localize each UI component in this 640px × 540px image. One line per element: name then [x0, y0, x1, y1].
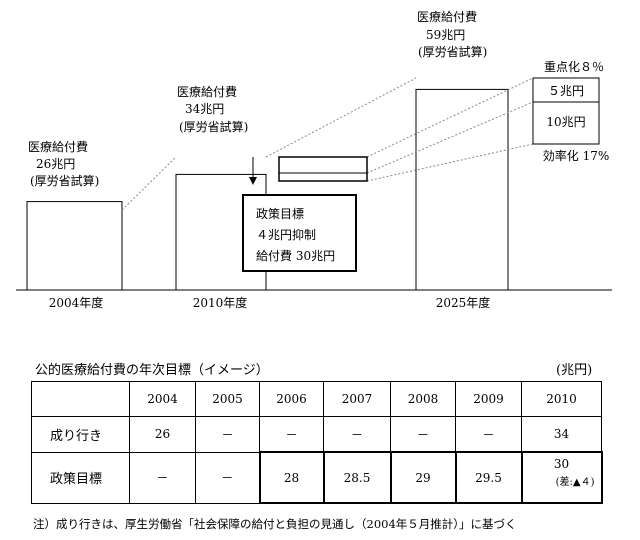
- connector-line: [366, 77, 534, 158]
- policy-box-line-3: 給付費 30兆円: [256, 248, 335, 263]
- bar-label-2004-line2: 26兆円: [36, 157, 75, 171]
- connector-line: [121, 156, 177, 211]
- inset-box: [278, 156, 368, 182]
- breakdown-cell-bottom: 10兆円: [546, 115, 585, 129]
- bar-2004年度: [26, 201, 123, 291]
- breakdown-label-bottom: 効率化 17%: [543, 148, 610, 163]
- bar-label-2025-line2: 59兆円: [426, 28, 465, 42]
- bar-label-2025-line3: (厚労省試算): [418, 44, 487, 59]
- table-cell: 28.5: [322, 451, 392, 504]
- table-cell: 29: [389, 451, 457, 504]
- policy-box-line-2: ４兆円抑制: [256, 227, 316, 242]
- table-cell: －: [455, 416, 522, 453]
- table-cell: 28: [258, 451, 325, 504]
- diff-note: (差:▲４): [555, 477, 595, 488]
- target-value: 30: [553, 457, 570, 471]
- table-header-cell: 2010: [521, 381, 602, 417]
- footnote: 注）成り行きは、厚生労働省「社会保障の給付と負担の見通し（2004年５月推計）」…: [33, 517, 517, 531]
- table-header-cell: 2005: [195, 381, 260, 417]
- table-header-cell: 2009: [455, 381, 522, 417]
- breakdown-cell-top: ５兆円: [548, 84, 584, 98]
- table-unit: (兆円): [556, 363, 593, 378]
- connector-line: [265, 77, 417, 158]
- table-cell: 34: [521, 416, 602, 453]
- table-row: 政策目標 － － 28 28.5 29 29.5 30 (差:▲４): [31, 451, 603, 504]
- category-label-2025: 2025年度: [436, 295, 491, 310]
- table-cell-target-2010: 30 (差:▲４): [520, 451, 603, 504]
- table-cell: 29.5: [454, 451, 523, 504]
- policy-box-line-1: 政策目標: [256, 207, 304, 221]
- breakdown-box: [532, 77, 600, 145]
- bar-label-2010-line1: 医療給付費: [177, 84, 237, 99]
- table-cell: －: [390, 416, 456, 453]
- table-cell: －: [195, 451, 260, 504]
- row-label: 成り行き: [31, 416, 130, 453]
- bar-label-2004-line1: 医療給付費: [28, 139, 88, 154]
- connector-line: [366, 143, 534, 182]
- table-header-cell: 2008: [390, 381, 456, 417]
- bar-label-2010-line3: (厚労省試算): [179, 119, 248, 134]
- table-cell: －: [259, 416, 324, 453]
- breakdown-label-top: 重点化８％: [544, 60, 604, 74]
- table-cell: 26: [129, 416, 196, 453]
- table-cell: －: [195, 416, 260, 453]
- category-label-2010: 2010年度: [193, 295, 248, 310]
- medical-benefit-chart: ５兆円 10兆円 重点化８％ 効率化 17% 政策目標 ４兆円抑制 給付費 30…: [16, 9, 612, 310]
- arrow-head: [249, 177, 257, 185]
- bar-2025年度: [415, 88, 509, 291]
- table-cell: －: [323, 416, 391, 453]
- table-cell: －: [129, 451, 196, 504]
- bar-label-2025-line1: 医療給付費: [417, 9, 477, 24]
- row-label: 政策目標: [31, 451, 130, 504]
- policy-box: [242, 194, 357, 272]
- table-header-cell: 2006: [259, 381, 324, 417]
- table-header-row: 2004 2005 2006 2007 2008 2009 2010: [31, 381, 602, 417]
- bar-label-2010-line2: 34兆円: [185, 102, 224, 116]
- table-header-cell: 2007: [323, 381, 391, 417]
- table-row: 成り行き 26 － － － － － 34: [31, 416, 602, 453]
- category-label-2004: 2004年度: [49, 295, 104, 310]
- bars-layer: [26, 88, 509, 291]
- bar-label-2004-line3: (厚労省試算): [30, 173, 99, 188]
- annual-target-table: 2004 2005 2006 2007 2008 2009 2010 成り行き …: [31, 381, 603, 504]
- table-corner-cell: [31, 381, 130, 417]
- table-header-cell: 2004: [129, 381, 196, 417]
- table-title: 公的医療給付費の年次目標（イメージ）: [35, 363, 269, 378]
